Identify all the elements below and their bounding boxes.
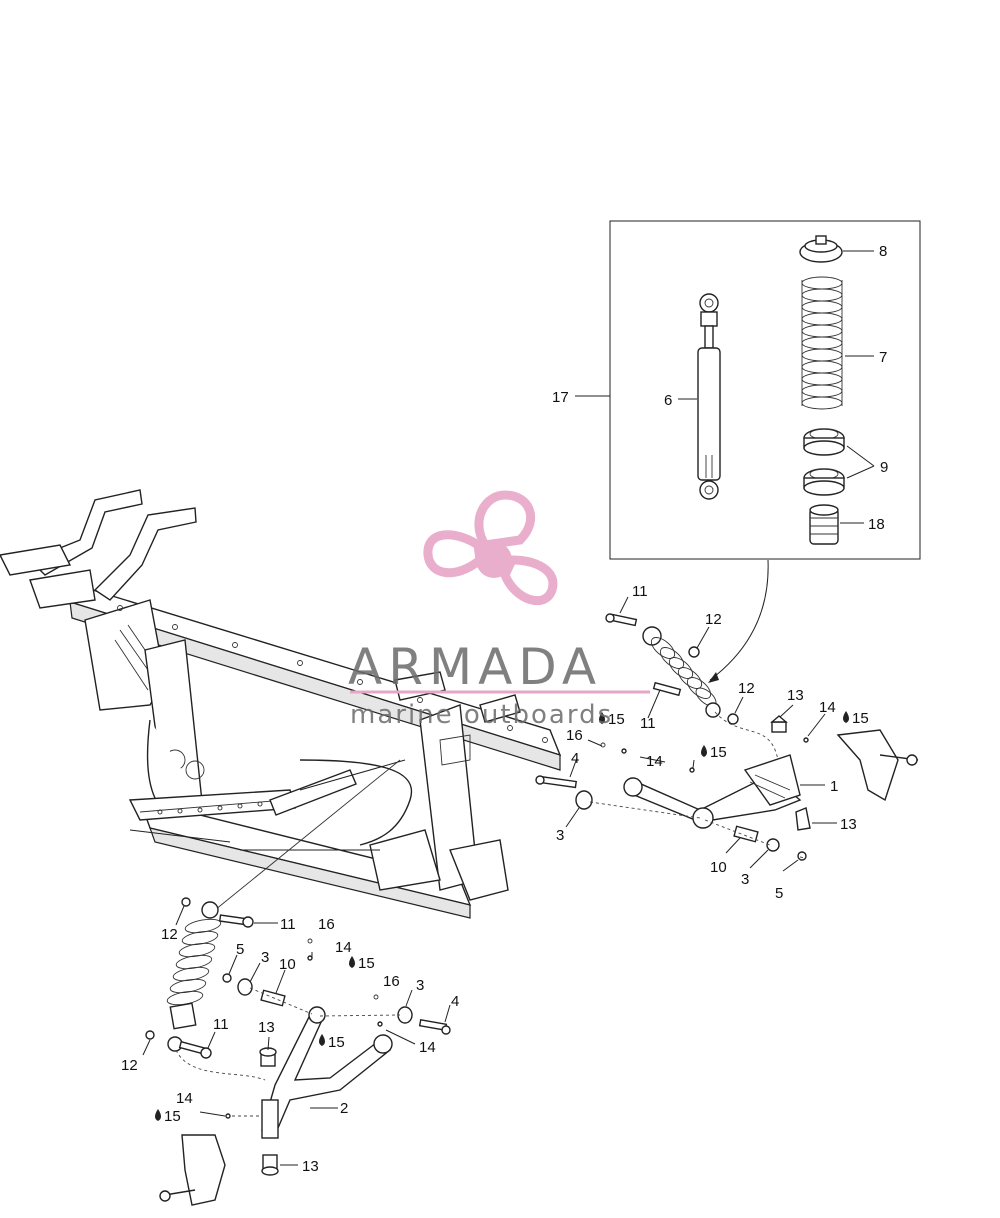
part-number-14-left-lower: 14: [176, 1090, 193, 1107]
right-knuckle-part: [836, 729, 919, 802]
part-number-3-right-right: 3: [741, 871, 749, 888]
coil-spring-part: [801, 276, 843, 410]
part-number-7: 7: [879, 349, 887, 366]
right-suspension-assembly: 11 12 12 11 13 14 1 13 14 16 4 3 10 3 5 …: [535, 583, 919, 902]
grease-drop-icon: [155, 1109, 161, 1121]
part-number-8: 8: [879, 243, 887, 260]
left-suspension-assembly: 12 11 16 14 15 5 3 10 16 3 4 11 15 14 13…: [121, 897, 459, 1206]
part-number-14-right-a: 14: [819, 699, 836, 716]
part-number-2: 2: [340, 1100, 348, 1117]
part-number-12-right-lower: 12: [738, 680, 755, 697]
part-number-15-left-lower: 15: [164, 1108, 181, 1125]
spring-cap-part: [799, 235, 843, 263]
part-number-17: 17: [552, 389, 569, 406]
part-number-11-left-lower: 11: [213, 1016, 229, 1033]
part-number-15-right-c: 15: [852, 710, 869, 727]
part-number-16-left-mid: 16: [383, 973, 400, 990]
part-number-4-left: 4: [451, 993, 459, 1010]
part-number-9: 9: [880, 459, 888, 476]
grease-drop-icon: [843, 711, 849, 723]
part-number-3-right-left: 3: [556, 827, 564, 844]
part-number-16-right: 16: [566, 727, 583, 744]
part-number-3-left-left: 3: [261, 949, 269, 966]
part-number-14-right-b: 14: [646, 753, 663, 770]
lower-a-arm-part: [261, 1006, 393, 1139]
armada-watermark: ARMADA marine outboards: [348, 490, 650, 730]
grease-drop-icon: [319, 1034, 325, 1046]
part-number-4-right: 4: [571, 750, 579, 767]
part-number-13-left-top: 13: [258, 1019, 275, 1036]
part-number-12-left-top: 12: [161, 926, 178, 943]
part-number-13-left-lower: 13: [302, 1158, 319, 1175]
shock-absorber-part: [697, 293, 721, 500]
part-number-15-left-top: 15: [358, 955, 375, 972]
part-number-16-left-top: 16: [318, 916, 335, 933]
part-number-11-left-top: 11: [280, 916, 296, 933]
part-number-14-left-mid: 14: [419, 1039, 436, 1056]
part-number-13-right-lower: 13: [840, 816, 857, 833]
watermark-tagline: marine outboards: [350, 700, 613, 730]
shock-detail-inset: 8 7 9 18 6 17: [552, 220, 921, 560]
part-number-5-right: 5: [775, 885, 783, 902]
grease-drop-icon: [349, 956, 355, 968]
part-number-15-right-b: 15: [710, 744, 727, 761]
left-shock-assembly: [166, 901, 222, 1052]
part-number-15-left-mid: 15: [328, 1034, 345, 1051]
part-number-11-right-lower: 11: [640, 715, 656, 732]
part-number-5-left: 5: [236, 941, 244, 958]
part-number-12-right-top: 12: [705, 611, 722, 628]
propeller-icon: [423, 490, 558, 606]
grease-drop-icon: [599, 712, 605, 724]
part-number-15-right-a: 15: [608, 711, 625, 728]
part-number-10-left: 10: [279, 956, 296, 973]
spring-seat-parts: [803, 428, 845, 496]
part-number-13-right-top: 13: [787, 687, 804, 704]
part-number-12-left-lower: 12: [121, 1057, 138, 1074]
part-number-1: 1: [830, 778, 838, 795]
left-knuckle-part: [159, 1134, 226, 1206]
watermark-brand: ARMADA: [348, 638, 602, 696]
part-number-3-left-right: 3: [416, 977, 424, 994]
vehicle-frame: [0, 489, 562, 919]
part-number-14-left-top: 14: [335, 939, 352, 956]
part-number-6: 6: [664, 392, 672, 409]
grease-drop-icon: [701, 745, 707, 757]
part-number-11-right-top: 11: [632, 583, 648, 600]
bump-stop-part: [809, 504, 839, 545]
part-number-18: 18: [868, 516, 885, 533]
part-number-10-right: 10: [710, 859, 727, 876]
upper-a-arm-part: [623, 754, 802, 829]
